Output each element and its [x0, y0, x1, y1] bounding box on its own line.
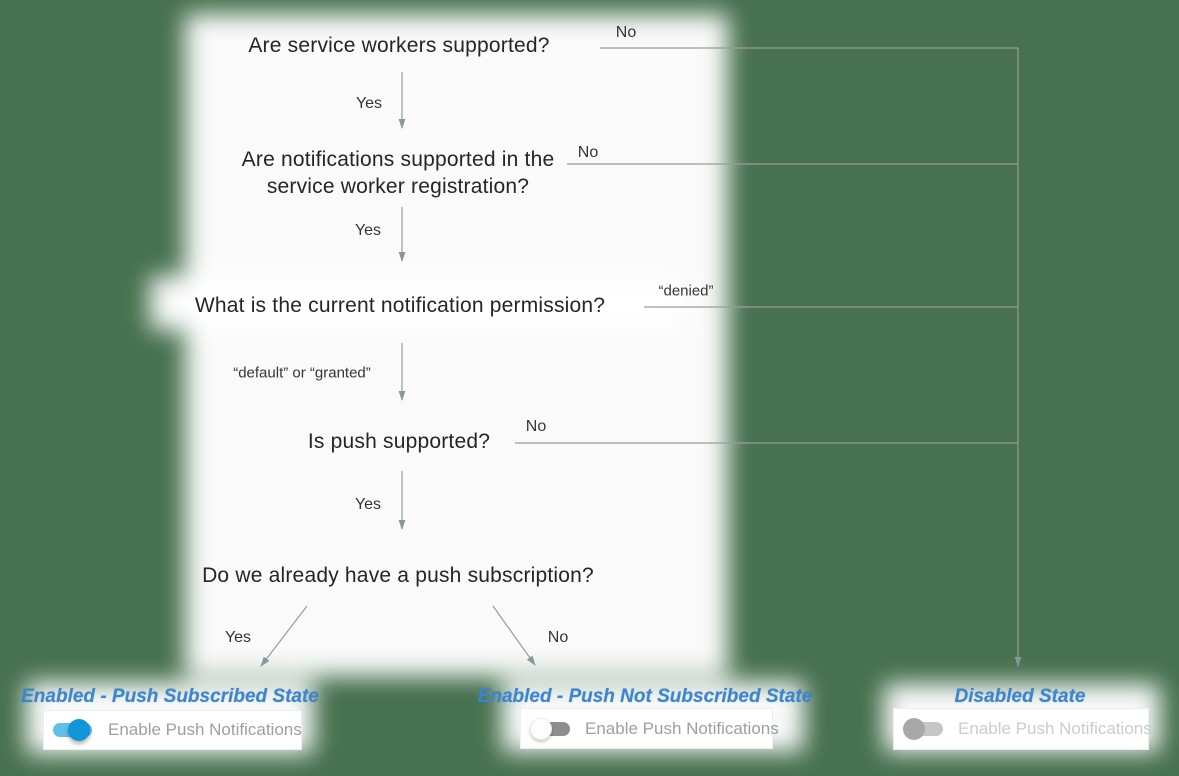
q5-no-arrow — [492, 605, 536, 666]
q3-granted-label: “default” or “granted” — [233, 364, 371, 382]
question-notification-permission: What is the current notification permiss… — [194, 294, 606, 317]
push-toggle-off[interactable] — [530, 717, 570, 741]
q4-yes-label: Yes — [354, 496, 382, 513]
enable-push-label: Enable Push Notifications — [585, 718, 779, 738]
toggle-knob — [903, 718, 925, 740]
push-toggle-disabled[interactable] — [903, 717, 943, 741]
question-push-subscription: Do we already have a push subscription? — [202, 564, 594, 587]
q5-yes-arrow — [260, 605, 308, 667]
question-push-supported: Is push supported? — [307, 430, 491, 453]
push-card-subscribed: Enable Push Notifications — [43, 710, 302, 750]
enable-push-label: Enable Push Notifications — [958, 719, 1152, 738]
push-card-disabled: Enable Push Notifications — [893, 708, 1152, 750]
push-card-not-subscribed: Enable Push Notifications — [520, 708, 779, 749]
state-title-push-not-subscribed: Enabled - Push Not Subscribed State — [477, 686, 813, 707]
q5-no-label: No — [547, 629, 569, 646]
state-title-push-subscribed: Enabled - Push Subscribed State — [21, 686, 319, 707]
question-service-workers: Are service workers supported? — [248, 34, 550, 57]
toggle-knob — [68, 719, 90, 741]
q2-no-label: No — [577, 144, 599, 161]
toggle-knob — [530, 717, 552, 740]
q3-denied-label: “denied” — [658, 282, 714, 300]
state-title-disabled: Disabled State — [954, 686, 1086, 707]
q1-no-label: No — [615, 24, 637, 41]
q4-no-label: No — [525, 418, 547, 435]
question-notifications-support: Are notifications supported in the servi… — [241, 148, 555, 198]
push-toggle-on[interactable] — [53, 718, 93, 742]
enable-push-label: Enable Push Notifications — [108, 720, 302, 739]
q2-yes-label: Yes — [354, 222, 382, 239]
q1-yes-label: Yes — [355, 95, 383, 112]
q5-yes-label: Yes — [224, 629, 252, 646]
